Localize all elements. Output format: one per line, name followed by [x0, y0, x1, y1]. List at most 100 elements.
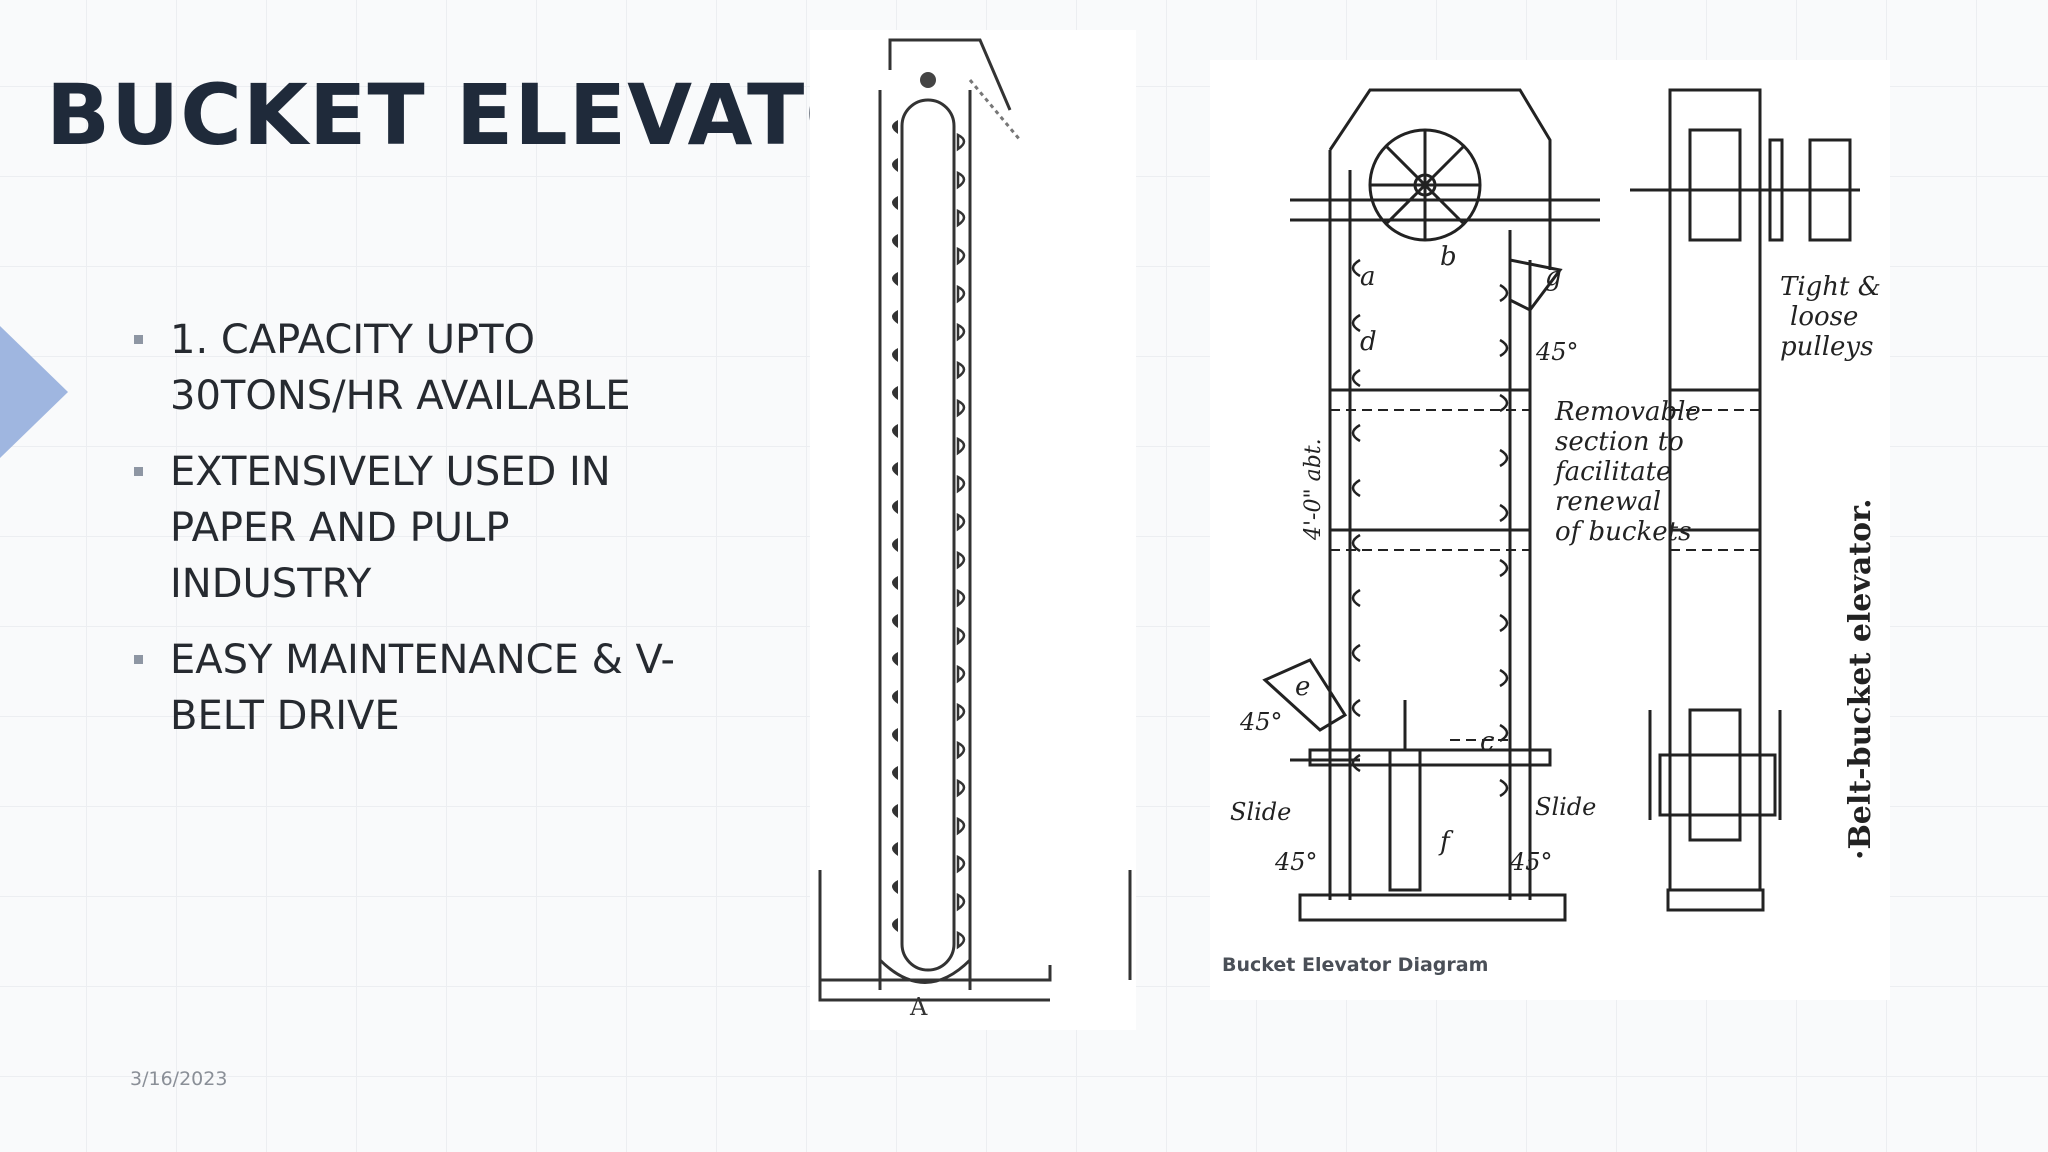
bucket-mark — [892, 158, 898, 172]
bucket-mark — [892, 310, 898, 324]
bucket-mark — [1351, 423, 1361, 443]
bucket-mark — [956, 550, 966, 570]
figure-label: A — [909, 993, 928, 1021]
bullet-item: EASY MAINTENANCE & V-BELT DRIVE — [130, 632, 710, 744]
bucket-mark — [956, 664, 966, 684]
bullet-marker-icon — [134, 335, 143, 344]
pulleys-line-3: pulleys — [1780, 332, 1873, 362]
bucket-mark — [892, 918, 898, 932]
bucket-mark — [1351, 698, 1361, 718]
label-a: a — [1360, 262, 1376, 292]
angle-top: 45° — [1535, 338, 1579, 366]
bucket-mark — [1351, 478, 1361, 498]
removable-line-3: facilitate — [1553, 457, 1671, 487]
elevator-drawing-diagram: a b c d e f g 45° 45° 45° 45° Slide Slid… — [1210, 60, 1890, 1000]
bucket-mark — [892, 272, 898, 286]
bucket-mark — [956, 208, 966, 228]
bucket-column — [1351, 258, 1509, 798]
bullet-text: 1. CAPACITY UPTO 30TONS/HR AVAILABLE — [170, 317, 631, 419]
bucket-mark — [892, 614, 898, 628]
label-d: d — [1360, 327, 1377, 357]
bucket-mark — [1499, 613, 1509, 633]
bucket-mark — [892, 500, 898, 514]
bucket-mark — [956, 626, 966, 646]
bucket-mark — [956, 740, 966, 760]
bucket-mark — [1351, 533, 1361, 553]
bucket-mark — [956, 284, 966, 304]
removable-line-5: of buckets — [1555, 517, 1691, 547]
bucket-mark — [956, 360, 966, 380]
bucket-mark — [956, 930, 966, 950]
removable-line-1: Removable — [1554, 397, 1701, 427]
bucket-mark — [892, 196, 898, 210]
bucket-mark — [1351, 643, 1361, 663]
bucket-mark — [1351, 313, 1361, 333]
bucket-mark — [892, 652, 898, 666]
bucket-mark — [1499, 283, 1509, 303]
bucket-mark — [892, 538, 898, 552]
bullet-marker-icon — [134, 655, 143, 664]
bucket-mark — [1351, 258, 1361, 278]
bucket-mark — [1499, 338, 1509, 358]
bucket-mark — [892, 880, 898, 894]
label-b: b — [1440, 242, 1457, 272]
bucket-mark — [956, 246, 966, 266]
bucket-mark — [956, 892, 966, 912]
pulleys-line-1: Tight & — [1780, 272, 1881, 302]
bucket-mark — [956, 588, 966, 608]
bullet-text: EASY MAINTENANCE & V-BELT DRIVE — [170, 637, 675, 739]
pulleys-line-2: loose — [1790, 302, 1858, 332]
bucket-mark — [892, 120, 898, 134]
bucket-mark — [1351, 368, 1361, 388]
bucket-mark — [892, 234, 898, 248]
bucket-column — [892, 120, 966, 950]
bullet-list: 1. CAPACITY UPTO 30TONS/HR AVAILABLE EXT… — [130, 312, 710, 764]
bucket-mark — [892, 728, 898, 742]
bucket-mark — [956, 854, 966, 874]
bucket-mark — [1499, 668, 1509, 688]
bucket-mark — [1499, 448, 1509, 468]
label-e: e — [1295, 672, 1310, 702]
bucket-mark — [892, 462, 898, 476]
bucket-mark — [956, 512, 966, 532]
slide-label-right: Slide — [1535, 793, 1596, 821]
bucket-mark — [956, 398, 966, 418]
bullet-item: 1. CAPACITY UPTO 30TONS/HR AVAILABLE — [130, 312, 710, 424]
bucket-mark — [892, 386, 898, 400]
bucket-mark — [1351, 588, 1361, 608]
bucket-mark — [956, 322, 966, 342]
slide-date: 3/16/2023 — [130, 1068, 228, 1090]
bullet-item: EXTENSIVELY USED IN PAPER AND PULP INDUS… — [130, 444, 710, 612]
bucket-mark — [1499, 393, 1509, 413]
angle-bottom-right: 45° — [1509, 848, 1553, 876]
bucket-mark — [1499, 723, 1509, 743]
bucket-mark — [1499, 778, 1509, 798]
bucket-mark — [892, 690, 898, 704]
bucket-mark — [892, 842, 898, 856]
bucket-mark — [1499, 558, 1509, 578]
angle-bottom-left: 45° — [1274, 848, 1318, 876]
accent-arrow-icon — [0, 326, 68, 458]
bullet-marker-icon — [134, 467, 143, 476]
bucket-mark — [892, 576, 898, 590]
bucket-mark — [956, 778, 966, 798]
bucket-mark — [956, 816, 966, 836]
bucket-mark — [1499, 503, 1509, 523]
label-f: f — [1438, 827, 1454, 857]
bucket-mark — [892, 348, 898, 362]
elevator-drawing-a: A — [810, 30, 1136, 1030]
slide-label-left: Slide — [1230, 798, 1291, 826]
label-c: c — [1480, 727, 1495, 757]
bucket-mark — [956, 132, 966, 152]
bucket-mark — [1351, 753, 1361, 773]
removable-line-4: renewal — [1555, 487, 1661, 517]
removable-line-2: section to — [1555, 427, 1684, 457]
angle-left: 45° — [1239, 708, 1283, 736]
bucket-mark — [956, 436, 966, 456]
bucket-mark — [956, 170, 966, 190]
bullet-text: EXTENSIVELY USED IN PAPER AND PULP INDUS… — [170, 449, 611, 607]
height-label: 4'-0" abt. — [1301, 438, 1326, 541]
label-g: g — [1545, 262, 1562, 292]
bucket-mark — [892, 424, 898, 438]
